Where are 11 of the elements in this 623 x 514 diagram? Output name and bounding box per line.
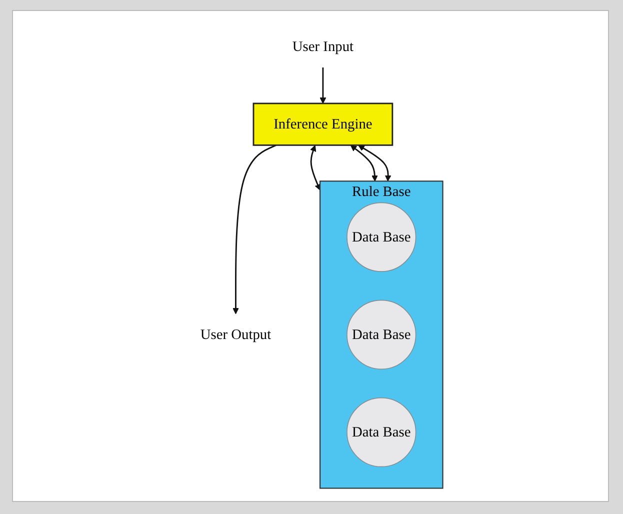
node-text: User Output (200, 326, 272, 343)
arrow (320, 67, 326, 104)
node-circle: Data Base (346, 398, 416, 468)
node-circle: Data Base (346, 202, 416, 272)
arrow (350, 145, 378, 182)
node-box: Inference Engine (252, 102, 394, 146)
arrow (358, 145, 392, 182)
node-circle: Data Base (346, 300, 416, 370)
arrow (232, 144, 276, 314)
node-text: User Input (292, 38, 354, 55)
arrow (310, 145, 321, 190)
